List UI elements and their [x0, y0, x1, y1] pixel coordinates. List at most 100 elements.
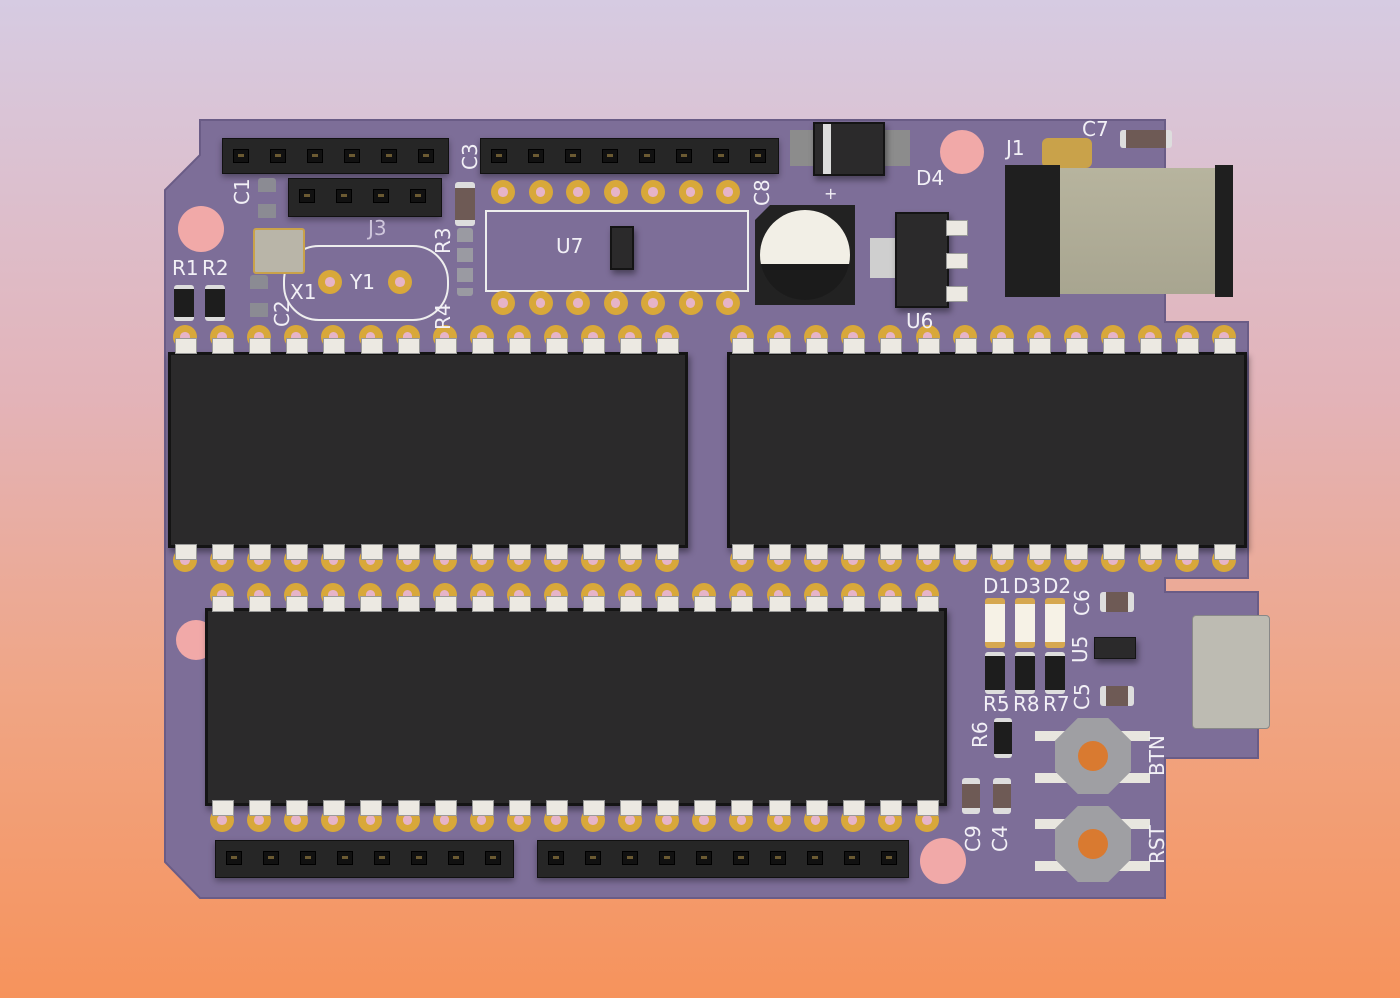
- label-u5: U5: [1068, 635, 1092, 663]
- pad: [603, 291, 628, 315]
- chip-leg: [880, 544, 903, 560]
- capacitor-c9: [962, 778, 980, 814]
- label-r7: R7: [1043, 692, 1070, 716]
- chip-leg: [1103, 544, 1125, 560]
- label-c7: C7: [1082, 117, 1109, 141]
- chip-leg: [880, 338, 903, 354]
- chip-leg: [286, 544, 309, 560]
- label-c1: C1: [230, 178, 254, 205]
- dip-chip-3: [205, 608, 947, 806]
- micro-usb-connector[interactable]: [1192, 615, 1270, 729]
- chip-leg: [397, 800, 420, 816]
- chip-leg: [657, 800, 680, 816]
- chip-leg: [954, 544, 977, 560]
- label-r5: R5: [983, 692, 1010, 716]
- button-btn-cap[interactable]: [1078, 741, 1108, 771]
- pin-header-j3: [288, 178, 442, 217]
- chip-leg: [545, 596, 568, 612]
- chip-u5: [1094, 637, 1136, 659]
- header-pin: [844, 851, 860, 865]
- chip-leg: [471, 800, 494, 816]
- header-pin: [336, 189, 352, 203]
- header-pin: [485, 851, 501, 865]
- u6-lead: [946, 220, 968, 236]
- header-pin: [585, 851, 601, 865]
- chip-leg: [1177, 338, 1200, 354]
- header-pin: [300, 851, 316, 865]
- chip-leg: [916, 596, 939, 612]
- chip-leg: [917, 338, 940, 354]
- u6-lead: [946, 286, 968, 302]
- chip-leg: [694, 596, 717, 612]
- chip-leg: [916, 800, 939, 816]
- chip-leg: [249, 800, 272, 816]
- label-c4: C4: [988, 825, 1012, 852]
- chip-leg: [471, 596, 494, 612]
- header-pin: [299, 189, 315, 203]
- chip-leg: [397, 544, 420, 560]
- chip-leg: [1065, 544, 1088, 560]
- chip-leg: [471, 338, 494, 354]
- resistor-r1: [174, 285, 194, 321]
- header-pin: [565, 149, 581, 163]
- chip-leg: [397, 338, 420, 354]
- pad: [678, 291, 703, 315]
- chip-leg: [1140, 544, 1163, 560]
- chip-leg: [583, 596, 605, 612]
- chip-leg: [545, 800, 568, 816]
- led-d3: [1015, 598, 1035, 648]
- j1-pad: [1042, 138, 1092, 168]
- pad: [528, 180, 553, 204]
- pin-header-bottom-left: [215, 840, 514, 878]
- barrel-jack-sleeve: [1060, 168, 1215, 294]
- header-pin: [448, 851, 464, 865]
- capacitor-c4: [993, 778, 1011, 814]
- chip-leg: [769, 544, 792, 560]
- chip-leg: [249, 338, 272, 354]
- header-pin: [528, 149, 544, 163]
- chip-u7: [610, 226, 634, 270]
- label-r4: R4: [431, 303, 455, 330]
- chip-leg: [843, 338, 866, 354]
- header-pin: [411, 851, 427, 865]
- button-rst-cap[interactable]: [1078, 829, 1108, 859]
- chip-leg: [323, 544, 346, 560]
- pin-header-top-right: [480, 138, 779, 174]
- pad: [566, 291, 590, 315]
- label-r8: R8: [1013, 692, 1040, 716]
- resistor-r7: [1045, 652, 1065, 694]
- pad: [641, 291, 665, 315]
- crystal-pad: [388, 270, 412, 294]
- chip-leg: [657, 338, 680, 354]
- chip-leg: [583, 800, 605, 816]
- chip-leg: [360, 338, 383, 354]
- chip-leg: [175, 544, 197, 560]
- c1-pads: [258, 178, 276, 220]
- label-u7: U7: [556, 234, 584, 258]
- header-pin: [410, 189, 426, 203]
- chip-leg: [508, 596, 531, 612]
- c2-pads: [250, 275, 268, 319]
- chip-leg: [917, 544, 940, 560]
- chip-leg: [546, 338, 568, 354]
- chip-leg: [879, 596, 902, 612]
- label-c3: C3: [458, 143, 482, 170]
- chip-leg: [434, 596, 457, 612]
- chip-leg: [360, 596, 383, 612]
- chip-leg: [732, 544, 754, 560]
- chip-leg: [508, 338, 531, 354]
- header-pin: [263, 851, 279, 865]
- chip-leg: [768, 596, 791, 612]
- chip-leg: [212, 338, 235, 354]
- chip-leg: [657, 596, 680, 612]
- chip-leg: [360, 544, 383, 560]
- chip-leg: [1065, 338, 1088, 354]
- chip-leg: [731, 800, 754, 816]
- chip-leg: [434, 338, 457, 354]
- chip-leg: [991, 544, 1014, 560]
- pin-header-bottom-right: [537, 840, 909, 878]
- label-c2: C2: [270, 300, 294, 327]
- header-pin: [622, 851, 638, 865]
- chip-leg: [620, 800, 643, 816]
- r3-r4-pads: [457, 228, 473, 296]
